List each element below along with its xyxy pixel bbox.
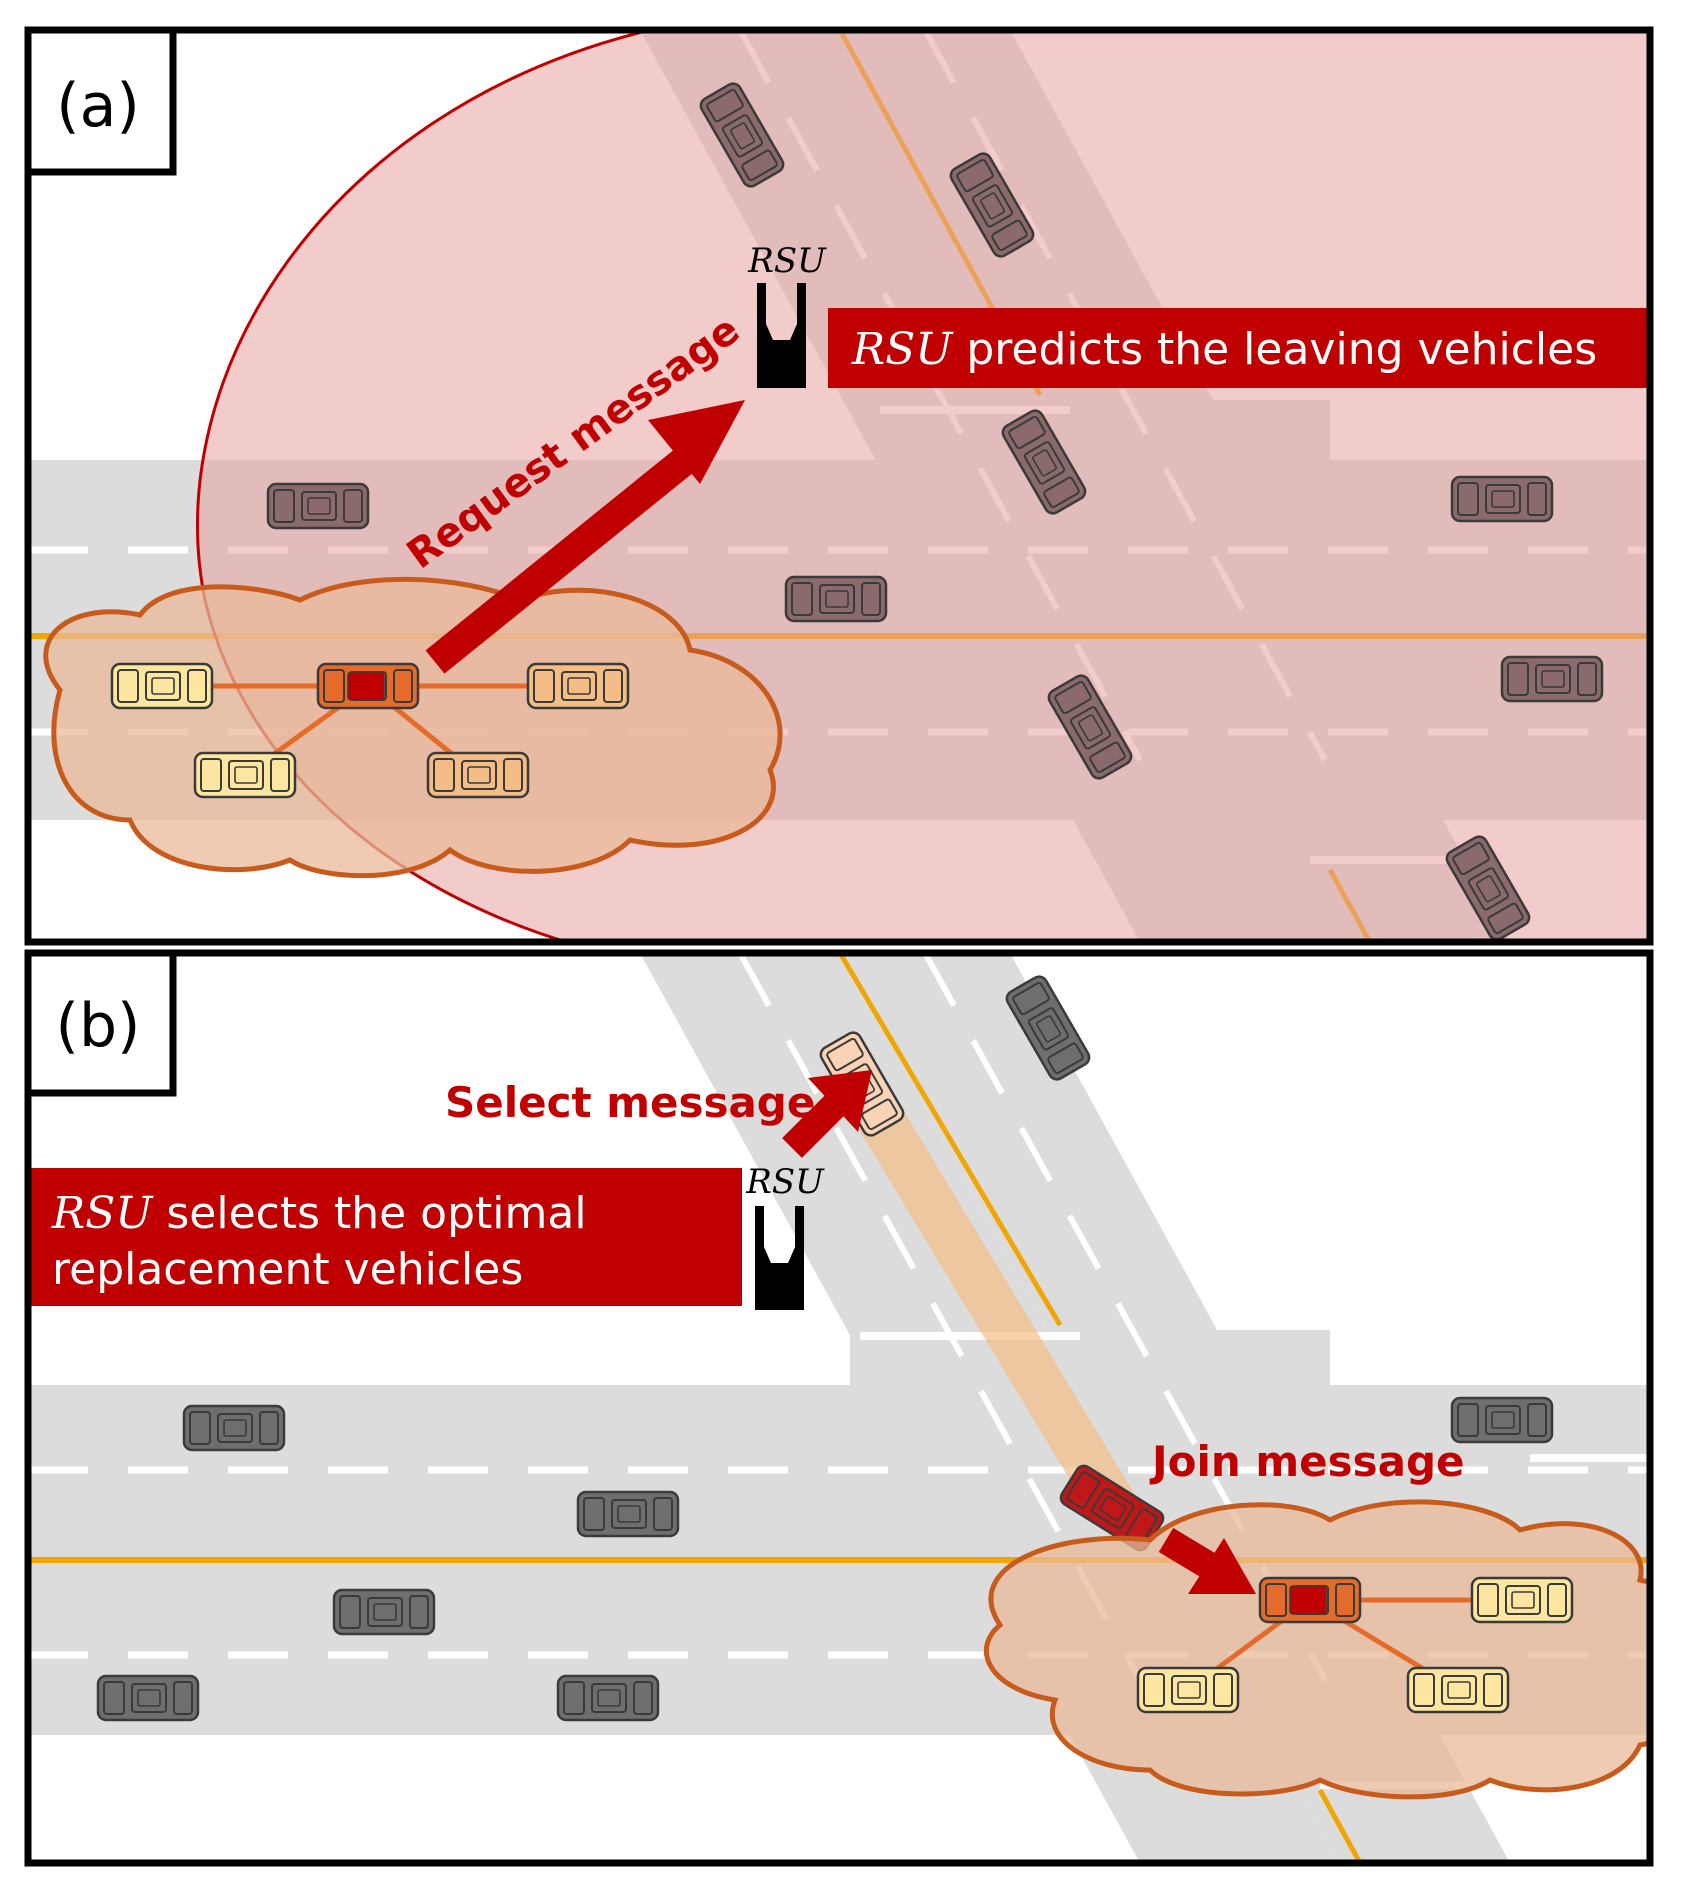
car-icon <box>784 575 888 623</box>
car-icon <box>1470 1576 1574 1624</box>
request-message-arrow <box>425 400 745 674</box>
panel-a: Request message RSU RSU predicts the lea… <box>28 30 1650 942</box>
prediction-banner-text: RSU predicts the leaving vehicles <box>851 324 1597 375</box>
rsu-label-a: RSU <box>747 241 827 281</box>
car-icon <box>1136 1666 1240 1714</box>
car-icon <box>96 1674 200 1722</box>
car-icon <box>1450 475 1554 523</box>
join-message-label: Join message <box>1149 1437 1465 1486</box>
car-icon <box>1450 1396 1554 1444</box>
rsu-tower-icon <box>755 1206 804 1310</box>
rsu-label-b: RSU <box>745 1162 825 1202</box>
car-icon <box>556 1674 660 1722</box>
join-message-arrow <box>1158 1527 1256 1594</box>
platoon-cluster-a <box>43 576 783 879</box>
car-icon <box>266 482 370 530</box>
rsu-tower-icon <box>757 283 806 388</box>
car-icon <box>182 1404 286 1452</box>
select-message-arrow <box>782 1070 872 1158</box>
panel-a-tag: (a) <box>28 30 177 176</box>
panel-b-tag: (b) <box>28 953 177 1097</box>
car-icon <box>426 751 530 799</box>
selection-path <box>841 1075 1136 1521</box>
prediction-banner: RSU predicts the leaving vehicles <box>828 308 1650 388</box>
car-icon <box>1406 1666 1510 1714</box>
selection-banner: RSU selects the optimal replacement vehi… <box>28 1168 742 1306</box>
car-icon <box>576 1490 680 1538</box>
panel-a-frame <box>24 26 1654 946</box>
panel-b: Select message Join message RSU RSU <box>28 953 1650 1863</box>
car-icon <box>193 751 297 799</box>
car-icon <box>110 662 214 710</box>
svg-text:(b): (b) <box>56 991 141 1061</box>
platoon-cluster-b <box>983 1499 1650 1800</box>
panel-b-frame <box>24 949 1654 1867</box>
car-icon <box>332 1588 436 1636</box>
car-icon <box>1500 655 1604 703</box>
svg-text:(a): (a) <box>56 71 140 141</box>
selection-banner-line2: replacement vehicles <box>52 1244 523 1295</box>
selection-banner-line1: RSU selects the optimal <box>51 1188 587 1239</box>
car-icon <box>526 662 630 710</box>
select-message-label: Select message <box>445 1078 815 1127</box>
